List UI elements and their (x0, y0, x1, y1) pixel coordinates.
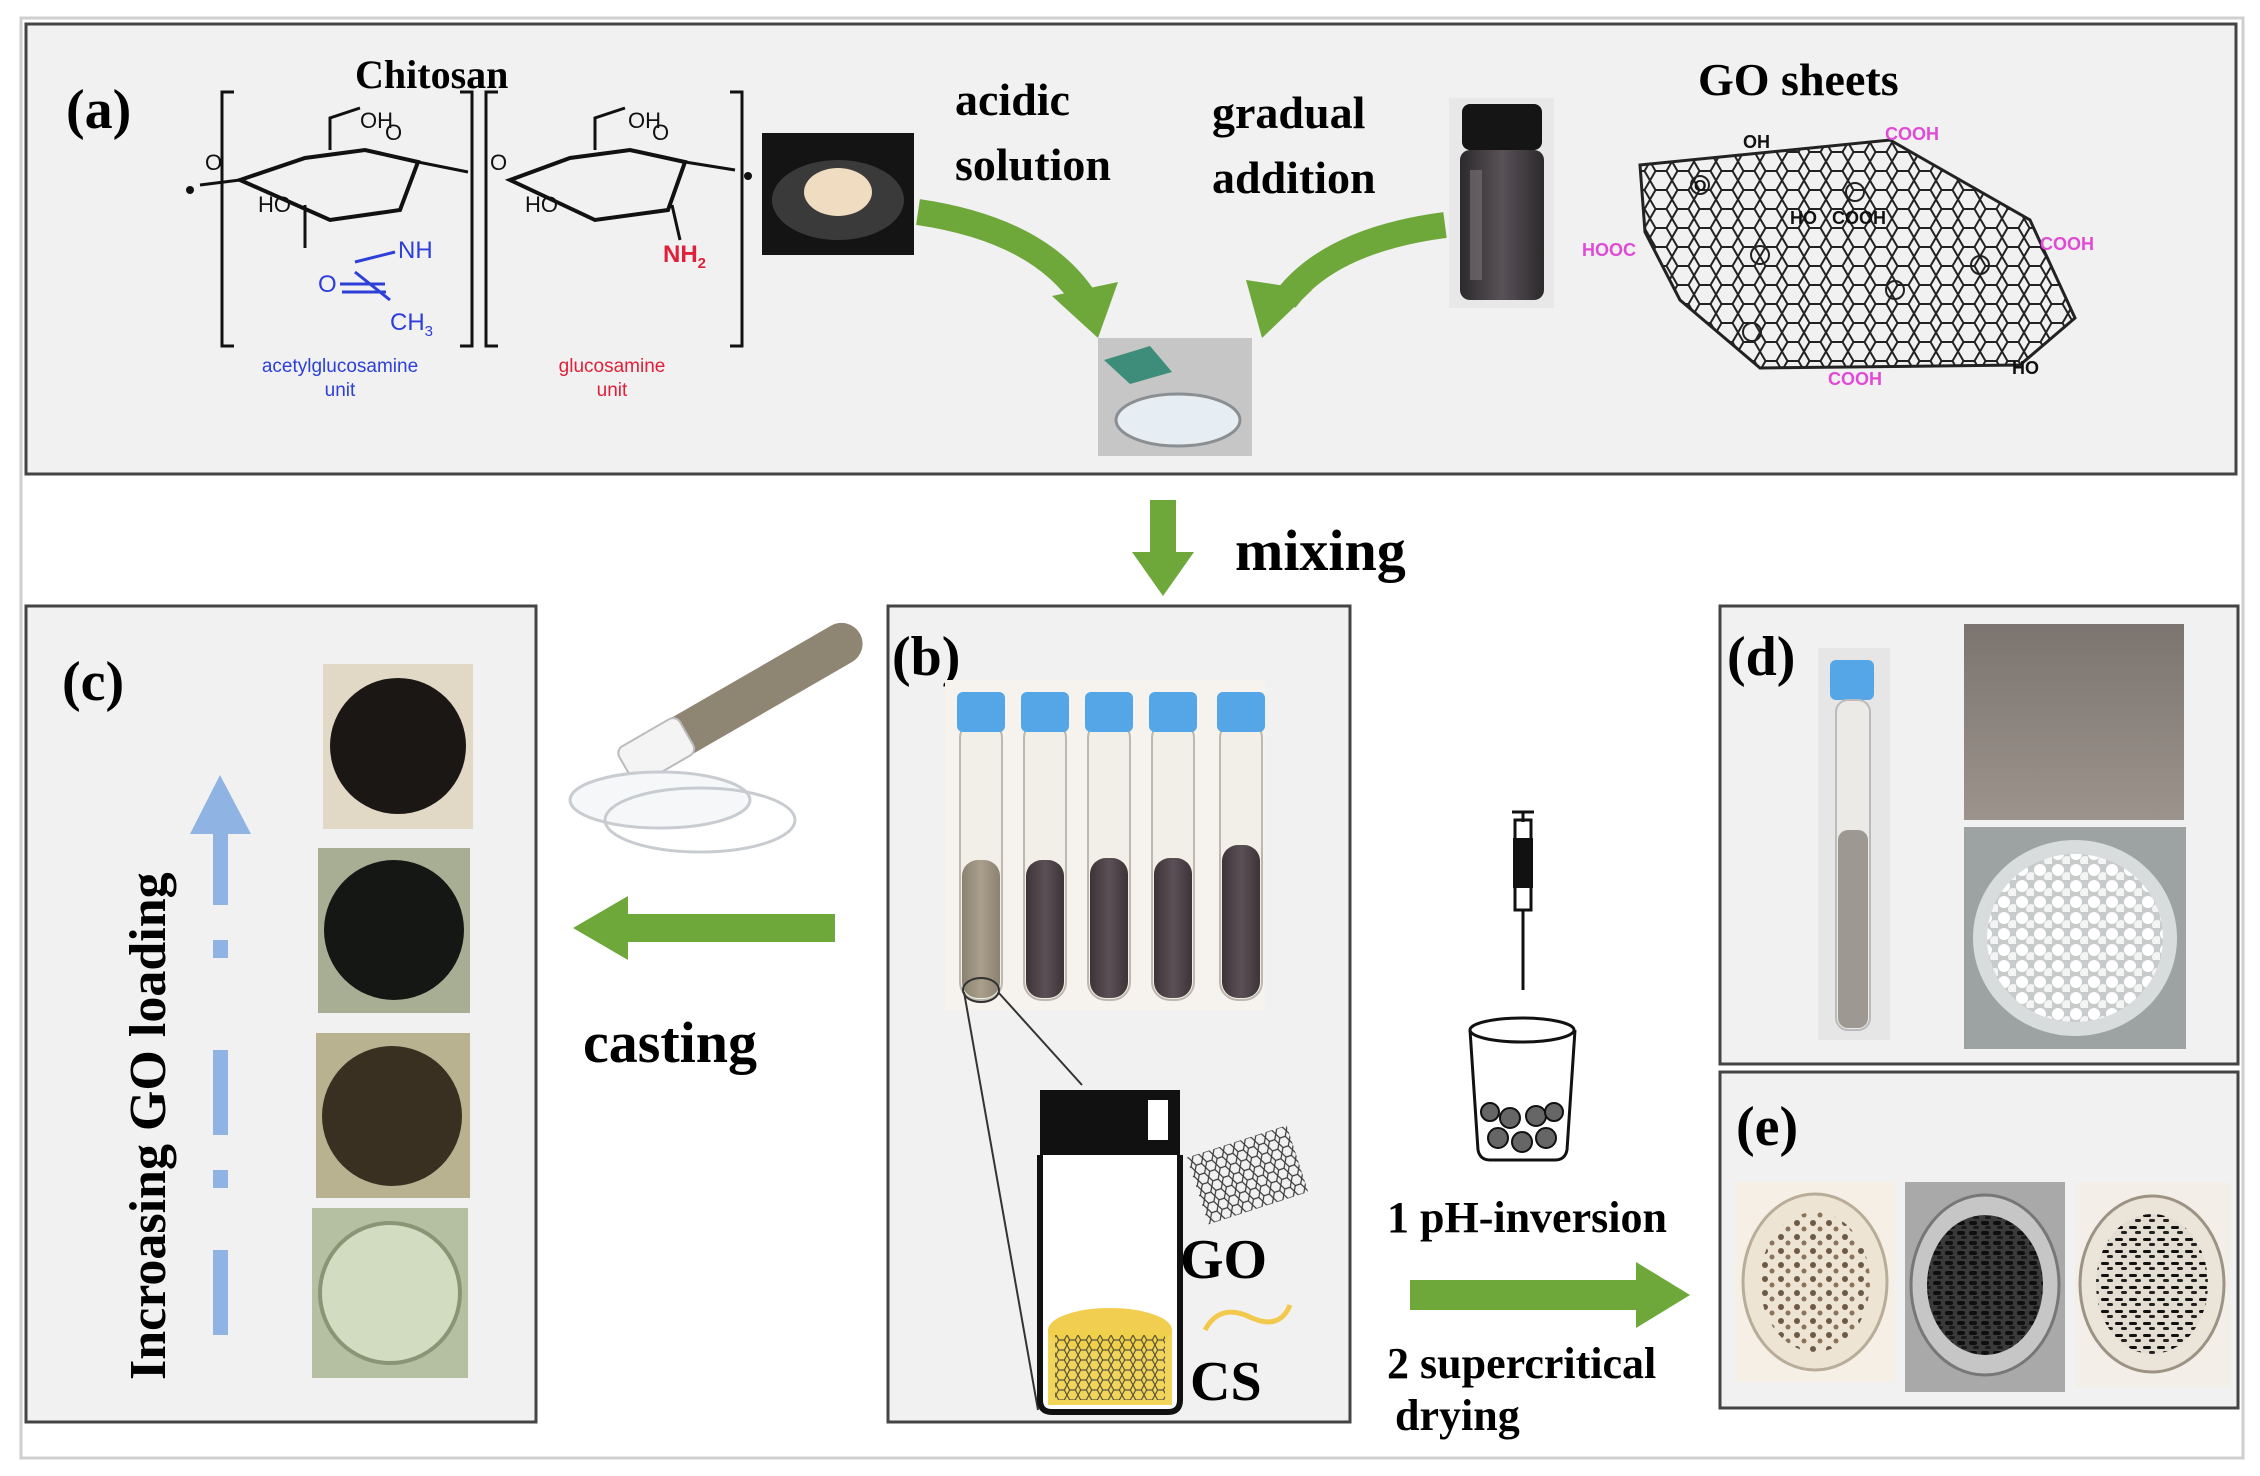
go-ho-center: HO (1790, 208, 1817, 228)
test-tube-3 (1085, 692, 1133, 1001)
aerogel-dish-3 (2075, 1182, 2230, 1387)
film-sample-1 (323, 664, 473, 829)
go-cooh-top: COOH (1885, 124, 1939, 144)
aerogel-tube-photo (1818, 648, 1890, 1040)
nh2-label: NH2 (663, 241, 706, 272)
glucosamine-unit-line2: unit (597, 380, 628, 401)
go-loading-text: Incroasing GO loading (120, 872, 177, 1380)
chain-dot-left (186, 186, 194, 194)
arrow-process (1410, 1262, 1690, 1328)
aerogel-dish-1 (1735, 1182, 1895, 1382)
go-ho-bottom: HO (2012, 358, 2039, 378)
test-tube-1 (957, 692, 1005, 1001)
glucosamine-unit-line1: glucosamine (559, 356, 666, 377)
chitosan-structure (199, 90, 744, 348)
bracket-left-open (220, 90, 234, 348)
oh-left: OH (360, 108, 393, 133)
ho-left: HO (258, 192, 291, 217)
go-flake-icon (1186, 1125, 1309, 1225)
nh-left: NH (398, 237, 433, 264)
film-sample-2 (318, 848, 470, 1013)
bracket-right-close (730, 90, 744, 348)
panel-d-label: (d) (1727, 626, 1795, 688)
arrow-acidic (916, 199, 1118, 338)
go-hooc-left: HOOC (1582, 240, 1636, 260)
syringe-beaker-icon (1468, 810, 1577, 1162)
chitosan-powder-photo (762, 133, 914, 255)
panel-e: (e) (1718, 1070, 2240, 1410)
panel-a: (a) Chitosan (24, 22, 2238, 476)
acidic-line1: acidic (955, 74, 1070, 125)
go-cooh-center: COOH (1832, 208, 1886, 228)
bracket-right-open (484, 90, 498, 348)
ring-left-end (199, 178, 241, 187)
schematic-vial (1037, 1090, 1183, 1415)
o-carbonyl: O (318, 271, 337, 298)
arrow-mixing (1132, 500, 1194, 596)
go-cooh-bottom: COOH (1828, 369, 1882, 389)
aerogel-beads-dish-photo (1964, 827, 2186, 1049)
ho-right: HO (525, 192, 558, 217)
ring-right-nbond (670, 204, 682, 241)
film-sample-4 (312, 1208, 468, 1378)
mixing-beaker-photo (1098, 338, 1252, 456)
ring-left-glyco (417, 160, 469, 174)
zoom-circle (962, 977, 1000, 1003)
go-label: GO (1180, 1229, 1267, 1291)
go-oh-top: OH (1743, 132, 1770, 152)
arrow-casting (573, 896, 835, 960)
process-step2-line2: drying (1395, 1391, 1520, 1440)
oh-right: OH (628, 108, 661, 133)
casting-mold-icons (568, 622, 863, 854)
go-sheet-structure (1638, 138, 2077, 370)
ring-o-mid: O (490, 150, 507, 175)
gradual-line1: gradual (1212, 87, 1365, 138)
aerogel-surface-photo (1964, 624, 2184, 820)
panel-b: (b) (886, 604, 1352, 1424)
panel-c: (c) Incroasing GO loading (24, 604, 538, 1424)
ring-o-left: O (205, 150, 222, 175)
ring-right-ch2 (593, 106, 626, 150)
mixing-label: mixing (1235, 518, 1406, 583)
ch3-label: CH3 (390, 309, 433, 340)
chitosan-title: Chitosan (355, 52, 508, 97)
ring-right-end (684, 160, 736, 172)
chain-dot-right (744, 172, 752, 180)
zoom-lines (963, 991, 1083, 1411)
ring-left-ch2 (328, 106, 361, 150)
panel-a-label: (a) (66, 79, 131, 141)
go-sheets-title: GO sheets (1698, 54, 1899, 105)
test-tube-4 (1149, 692, 1197, 1001)
ring-o-right-inner: O (652, 120, 669, 145)
acidic-line2: solution (955, 139, 1111, 190)
go-epoxy-o: O (1694, 178, 1706, 195)
acetyl-group (340, 250, 396, 302)
test-tube-2 (1021, 692, 1069, 1001)
panel-e-label: (e) (1736, 1096, 1798, 1158)
go-cooh-right: COOH (2040, 234, 2094, 254)
go-dispersion-vial (1449, 98, 1554, 308)
gradual-line2: addition (1212, 152, 1376, 203)
acetyl-unit-line2: unit (325, 380, 356, 401)
bracket-left-close (460, 90, 474, 348)
cs-chain-icon (1202, 1303, 1293, 1332)
cs-label: CS (1190, 1351, 1262, 1413)
ring-o-left-inner: O (385, 120, 402, 145)
aerogel-dish-2 (1905, 1182, 2065, 1392)
casting-label: casting (583, 1010, 757, 1075)
test-tube-5 (1217, 692, 1265, 1001)
panel-b-label: (b) (892, 626, 960, 688)
acetyl-unit-line1: acetylglucosamine (262, 356, 418, 377)
film-sample-3 (316, 1033, 470, 1198)
process-step1: 1 pH-inversion (1387, 1193, 1667, 1242)
process-step2-line1: 2 supercritical (1387, 1339, 1656, 1388)
panel-c-label: (c) (62, 651, 124, 713)
panel-d: (d) (1718, 604, 2240, 1066)
arrow-gradual (1246, 212, 1447, 338)
go-loading-arrow (190, 775, 251, 1335)
